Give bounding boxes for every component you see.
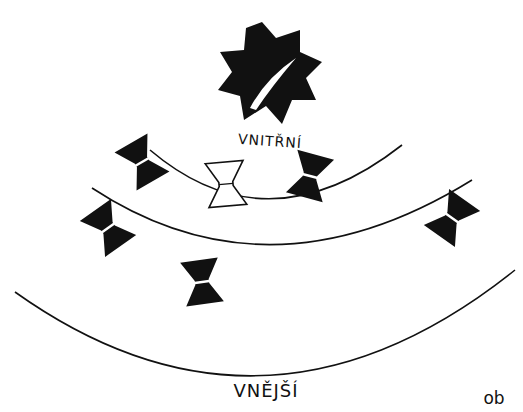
figure-label: ob [483,390,504,407]
streak [250,58,296,110]
middle-orbit [92,180,472,245]
outer-label: VNĚJŠÍ [233,382,298,400]
inner-orbit [150,145,402,199]
outer-orbit [15,270,515,376]
inner-label: VNITŘNÍ [238,132,303,150]
white-bowtie [205,160,247,207]
bowtie-symbols [80,133,480,306]
central-body [218,22,322,124]
